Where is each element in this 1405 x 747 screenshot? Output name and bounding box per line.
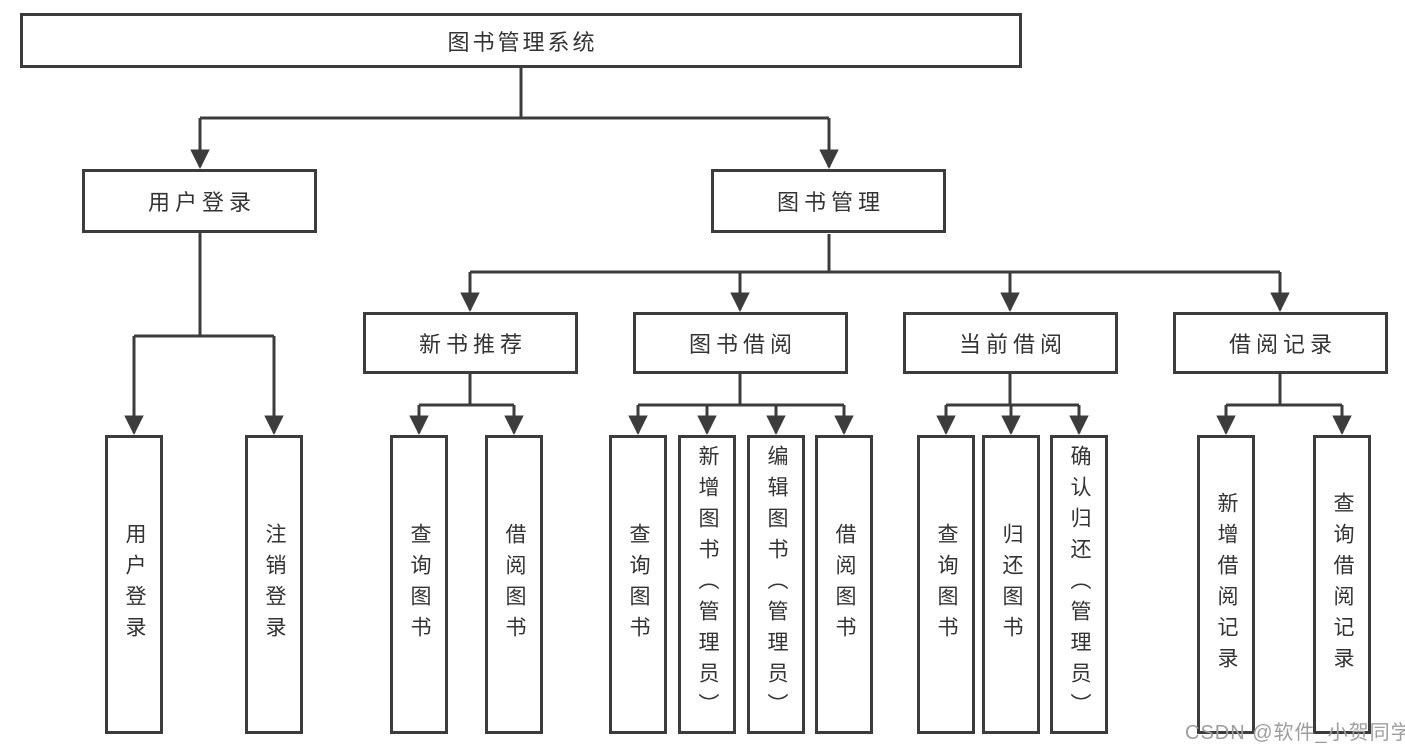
node-current-borrow: 当前借阅 xyxy=(903,312,1118,374)
leaf-add-borrow-record: 新增借阅记录 xyxy=(1197,435,1255,734)
leaf-logout-login: 注销登录 xyxy=(245,435,303,734)
leaf-return-book: 归还图书 xyxy=(982,435,1040,734)
leaf-query-borrow-record: 查询借阅记录 xyxy=(1313,435,1371,734)
node-book-management: 图书管理 xyxy=(711,169,946,233)
watermark: CSDN @软件_小贺同学 xyxy=(1185,722,1405,744)
leaf-query-books-current: 查询图书 xyxy=(917,435,975,734)
leaf-confirm-return-admin: 确认归还（管理员） xyxy=(1050,435,1108,734)
node-new-book-recommend: 新书推荐 xyxy=(363,312,578,374)
leaf-edit-book-admin: 编辑图书（管理员） xyxy=(747,435,805,734)
leaf-borrow-books: 借阅图书 xyxy=(815,435,873,734)
leaf-add-book-admin: 新增图书（管理员） xyxy=(678,435,736,734)
leaf-query-books-recommend: 查询图书 xyxy=(390,435,448,734)
leaf-borrow-books-recommend: 借阅图书 xyxy=(485,435,543,734)
node-borrow-records: 借阅记录 xyxy=(1173,312,1388,374)
node-library-system: 图书管理系统 xyxy=(20,13,1022,68)
node-book-borrow: 图书借阅 xyxy=(633,312,848,374)
leaf-user-login: 用户登录 xyxy=(105,435,163,734)
leaf-query-books-borrow: 查询图书 xyxy=(609,435,667,734)
node-user-login: 用户登录 xyxy=(82,169,317,233)
